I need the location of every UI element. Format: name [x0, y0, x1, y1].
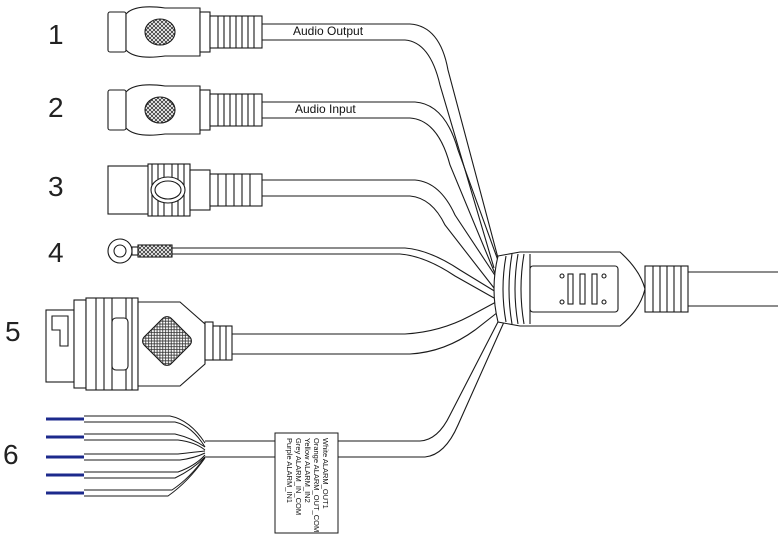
audio-input-label: Audio Input — [295, 102, 356, 116]
connector-number-5: 5 — [5, 316, 21, 347]
audio-output-label: Audio Output — [293, 24, 364, 38]
connector-number-1: 1 — [48, 19, 64, 50]
connector-number-3: 3 — [48, 171, 64, 202]
wire-bundle — [172, 23, 778, 458]
ground-connector — [107, 238, 173, 264]
connector-number-2: 2 — [48, 92, 64, 123]
alarm-line-4: Orange ALARM_OUT_COM — [312, 438, 321, 532]
cable-hub — [493, 251, 689, 327]
audio-input-connector — [107, 84, 263, 136]
alarm-line-5: White ALARM_OUT1 — [321, 438, 330, 509]
alarm-label-tag: Purple ALARM_IN1 Grey ALARM_IN_COM Yello… — [274, 432, 339, 534]
power-connector — [107, 163, 263, 217]
alarm-wires — [46, 415, 206, 497]
audio-output-connector — [107, 6, 263, 58]
alarm-line-2: Grey ALARM_IN_COM — [294, 438, 303, 515]
alarm-line-1: Purple ALARM_IN1 — [285, 438, 294, 503]
ethernet-connector — [45, 297, 233, 391]
alarm-line-3: Yellow ALARM_IN2 — [303, 438, 312, 503]
connector-number-4: 4 — [48, 237, 64, 268]
connector-number-6: 6 — [3, 439, 19, 470]
